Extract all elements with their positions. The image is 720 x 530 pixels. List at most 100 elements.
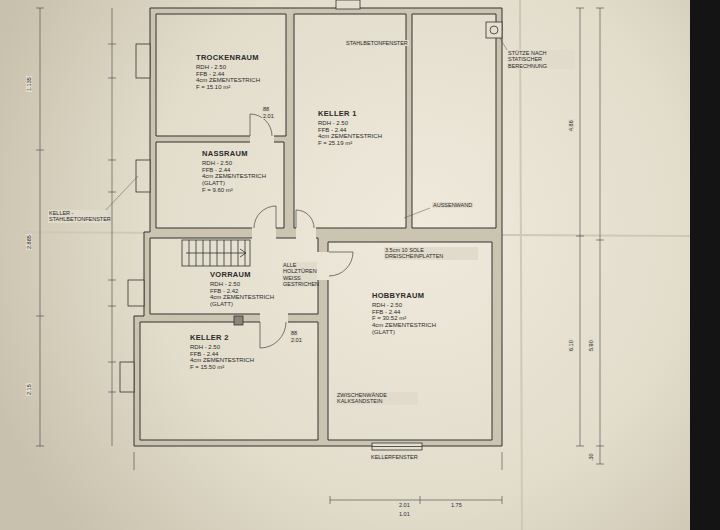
extension-line xyxy=(134,452,502,470)
door-opening xyxy=(317,252,329,280)
dimension: 1.135 xyxy=(26,76,32,92)
room-text: VORRAUMRDH - 2.50FFB - 2.424cm ZEMENTEST… xyxy=(210,271,274,308)
annotation: STAHLBETONFENSTER xyxy=(345,40,409,46)
window xyxy=(136,160,150,192)
stair-outline xyxy=(182,240,250,266)
room-name: KELLER 1 xyxy=(318,110,382,119)
chimney xyxy=(234,316,243,325)
door-opening xyxy=(296,227,316,239)
windows xyxy=(120,0,422,450)
room-spec: FFB - 2.44 xyxy=(318,127,382,134)
annotation: 2.01 xyxy=(262,113,275,119)
room-name: TROCKENRAUM xyxy=(196,54,260,63)
light-well xyxy=(336,0,360,9)
annotation: 2.01 xyxy=(398,502,411,508)
dimension: 2.15 xyxy=(26,383,32,396)
room-name: NASSRAUM xyxy=(202,150,266,159)
door-opening xyxy=(260,313,288,323)
room-spec: RDH - 2.50 xyxy=(196,64,260,71)
room-spec: F = 25.19 m² xyxy=(318,140,382,147)
leader-line xyxy=(500,38,507,50)
annotation: 3.5cm 10 SOLE DREISCHEINPLATTEN xyxy=(384,247,478,260)
walls xyxy=(134,8,502,446)
room-text: NASSRAUMRDH - 2.50FFB - 2.444cm ZEMENTES… xyxy=(202,150,266,194)
room-spec: F = 30.52 m² xyxy=(372,315,436,322)
room-spec: RDH - 2.50 xyxy=(372,302,436,309)
annotation: 88 xyxy=(262,106,270,112)
room-spec: F = 9.60 m² xyxy=(202,187,266,194)
room-spec: FFB - 2.44 xyxy=(196,71,260,78)
room-spec: F = 15.50 m² xyxy=(190,364,254,371)
dimension: 4.86 xyxy=(568,119,574,132)
door-swings xyxy=(250,114,353,348)
door-swing xyxy=(296,210,314,228)
dimension-line xyxy=(330,496,502,504)
door-swing xyxy=(260,322,286,348)
room-spec: FFB - 2.42 xyxy=(210,288,274,295)
leader-line xyxy=(404,208,430,218)
dimension-line xyxy=(596,8,604,464)
room: HOBBYRAUMRDH - 2.50FFB - 2.44F = 30.52 m… xyxy=(328,242,492,440)
paper-fold xyxy=(520,0,522,530)
window xyxy=(120,362,134,392)
room-spec: 4cm ZEMENTESTRICH xyxy=(190,357,254,364)
room-text: HOBBYRAUMRDH - 2.50FFB - 2.44F = 30.52 m… xyxy=(372,292,436,336)
leader-lines xyxy=(104,38,507,218)
room-spec: FFB - 2.44 xyxy=(190,351,254,358)
annotation: 1.01 xyxy=(398,511,411,517)
dark-border xyxy=(690,0,720,530)
dimension-line xyxy=(108,8,116,446)
annotation: ZWISCHENWÄNDE KALKSANDSTEIN xyxy=(336,392,418,405)
dimension: 2.885 xyxy=(26,234,32,250)
dimension-lines xyxy=(36,8,604,504)
room-spec: 4cm ZEMENTESTRICH xyxy=(196,77,260,84)
column xyxy=(486,22,502,38)
room: NASSRAUMRDH - 2.50FFB - 2.444cm ZEMENTES… xyxy=(156,142,284,228)
door-swing xyxy=(254,206,276,228)
annotation: KELLERFENSTER xyxy=(370,454,419,460)
door-opening xyxy=(252,227,276,239)
room-spec: FFB - 2.44 xyxy=(202,167,266,174)
room-spec: RDH - 2.50 xyxy=(190,344,254,351)
room-text: TROCKENRAUMRDH - 2.50FFB - 2.444cm ZEMEN… xyxy=(196,54,260,91)
room-spec: RDH - 2.50 xyxy=(318,120,382,127)
stairs xyxy=(182,240,250,266)
window xyxy=(128,280,144,306)
dimension: .30 xyxy=(588,452,594,462)
column xyxy=(490,26,498,34)
room-spec: (GLATT) xyxy=(202,180,266,187)
room-spec: F = 15.10 m² xyxy=(196,84,260,91)
annotation: ALLE HOLZTÜREN WEISS GESTRICHEN xyxy=(282,262,317,287)
door-opening xyxy=(250,135,274,143)
room-name: HOBBYRAUM xyxy=(372,292,436,301)
room-spec: 4cm ZEMENTESTRICH xyxy=(372,322,436,329)
room-spec: (GLATT) xyxy=(210,301,274,308)
room-spec: 4cm ZEMENTESTRICH xyxy=(202,173,266,180)
dimension: 6.10 xyxy=(568,339,574,352)
door-swing xyxy=(329,252,353,276)
room-text: KELLER 1RDH - 2.50FFB - 2.444cm ZEMENTES… xyxy=(318,110,382,147)
room-spec: FFB - 2.44 xyxy=(372,309,436,316)
stair-arrow xyxy=(186,249,246,257)
leader-line xyxy=(104,176,138,212)
annotation: 88 xyxy=(290,330,298,336)
dimension-line xyxy=(36,8,44,446)
dimension-line xyxy=(576,8,584,446)
annotation: 2.01 xyxy=(290,337,303,343)
room-text: KELLER 2RDH - 2.50FFB - 2.444cm ZEMENTES… xyxy=(190,334,254,371)
annotation: KELLER - STAHLBETONFENSTER xyxy=(48,210,108,223)
room-name: KELLER 2 xyxy=(190,334,254,343)
room-spec: (GLATT) xyxy=(372,329,436,336)
annotation: STÜTZE NACH STATISCHER BERECHNUNG xyxy=(507,50,575,69)
room-spec: 4cm ZEMENTESTRICH xyxy=(318,133,382,140)
room-name: VORRAUM xyxy=(210,271,274,280)
annotation: 1.75 xyxy=(450,502,463,508)
window xyxy=(372,443,422,450)
window-glass xyxy=(372,446,422,447)
dimension: 5.90 xyxy=(588,339,594,352)
room-spec: 4cm ZEMENTESTRICH xyxy=(210,294,274,301)
window xyxy=(136,44,150,78)
